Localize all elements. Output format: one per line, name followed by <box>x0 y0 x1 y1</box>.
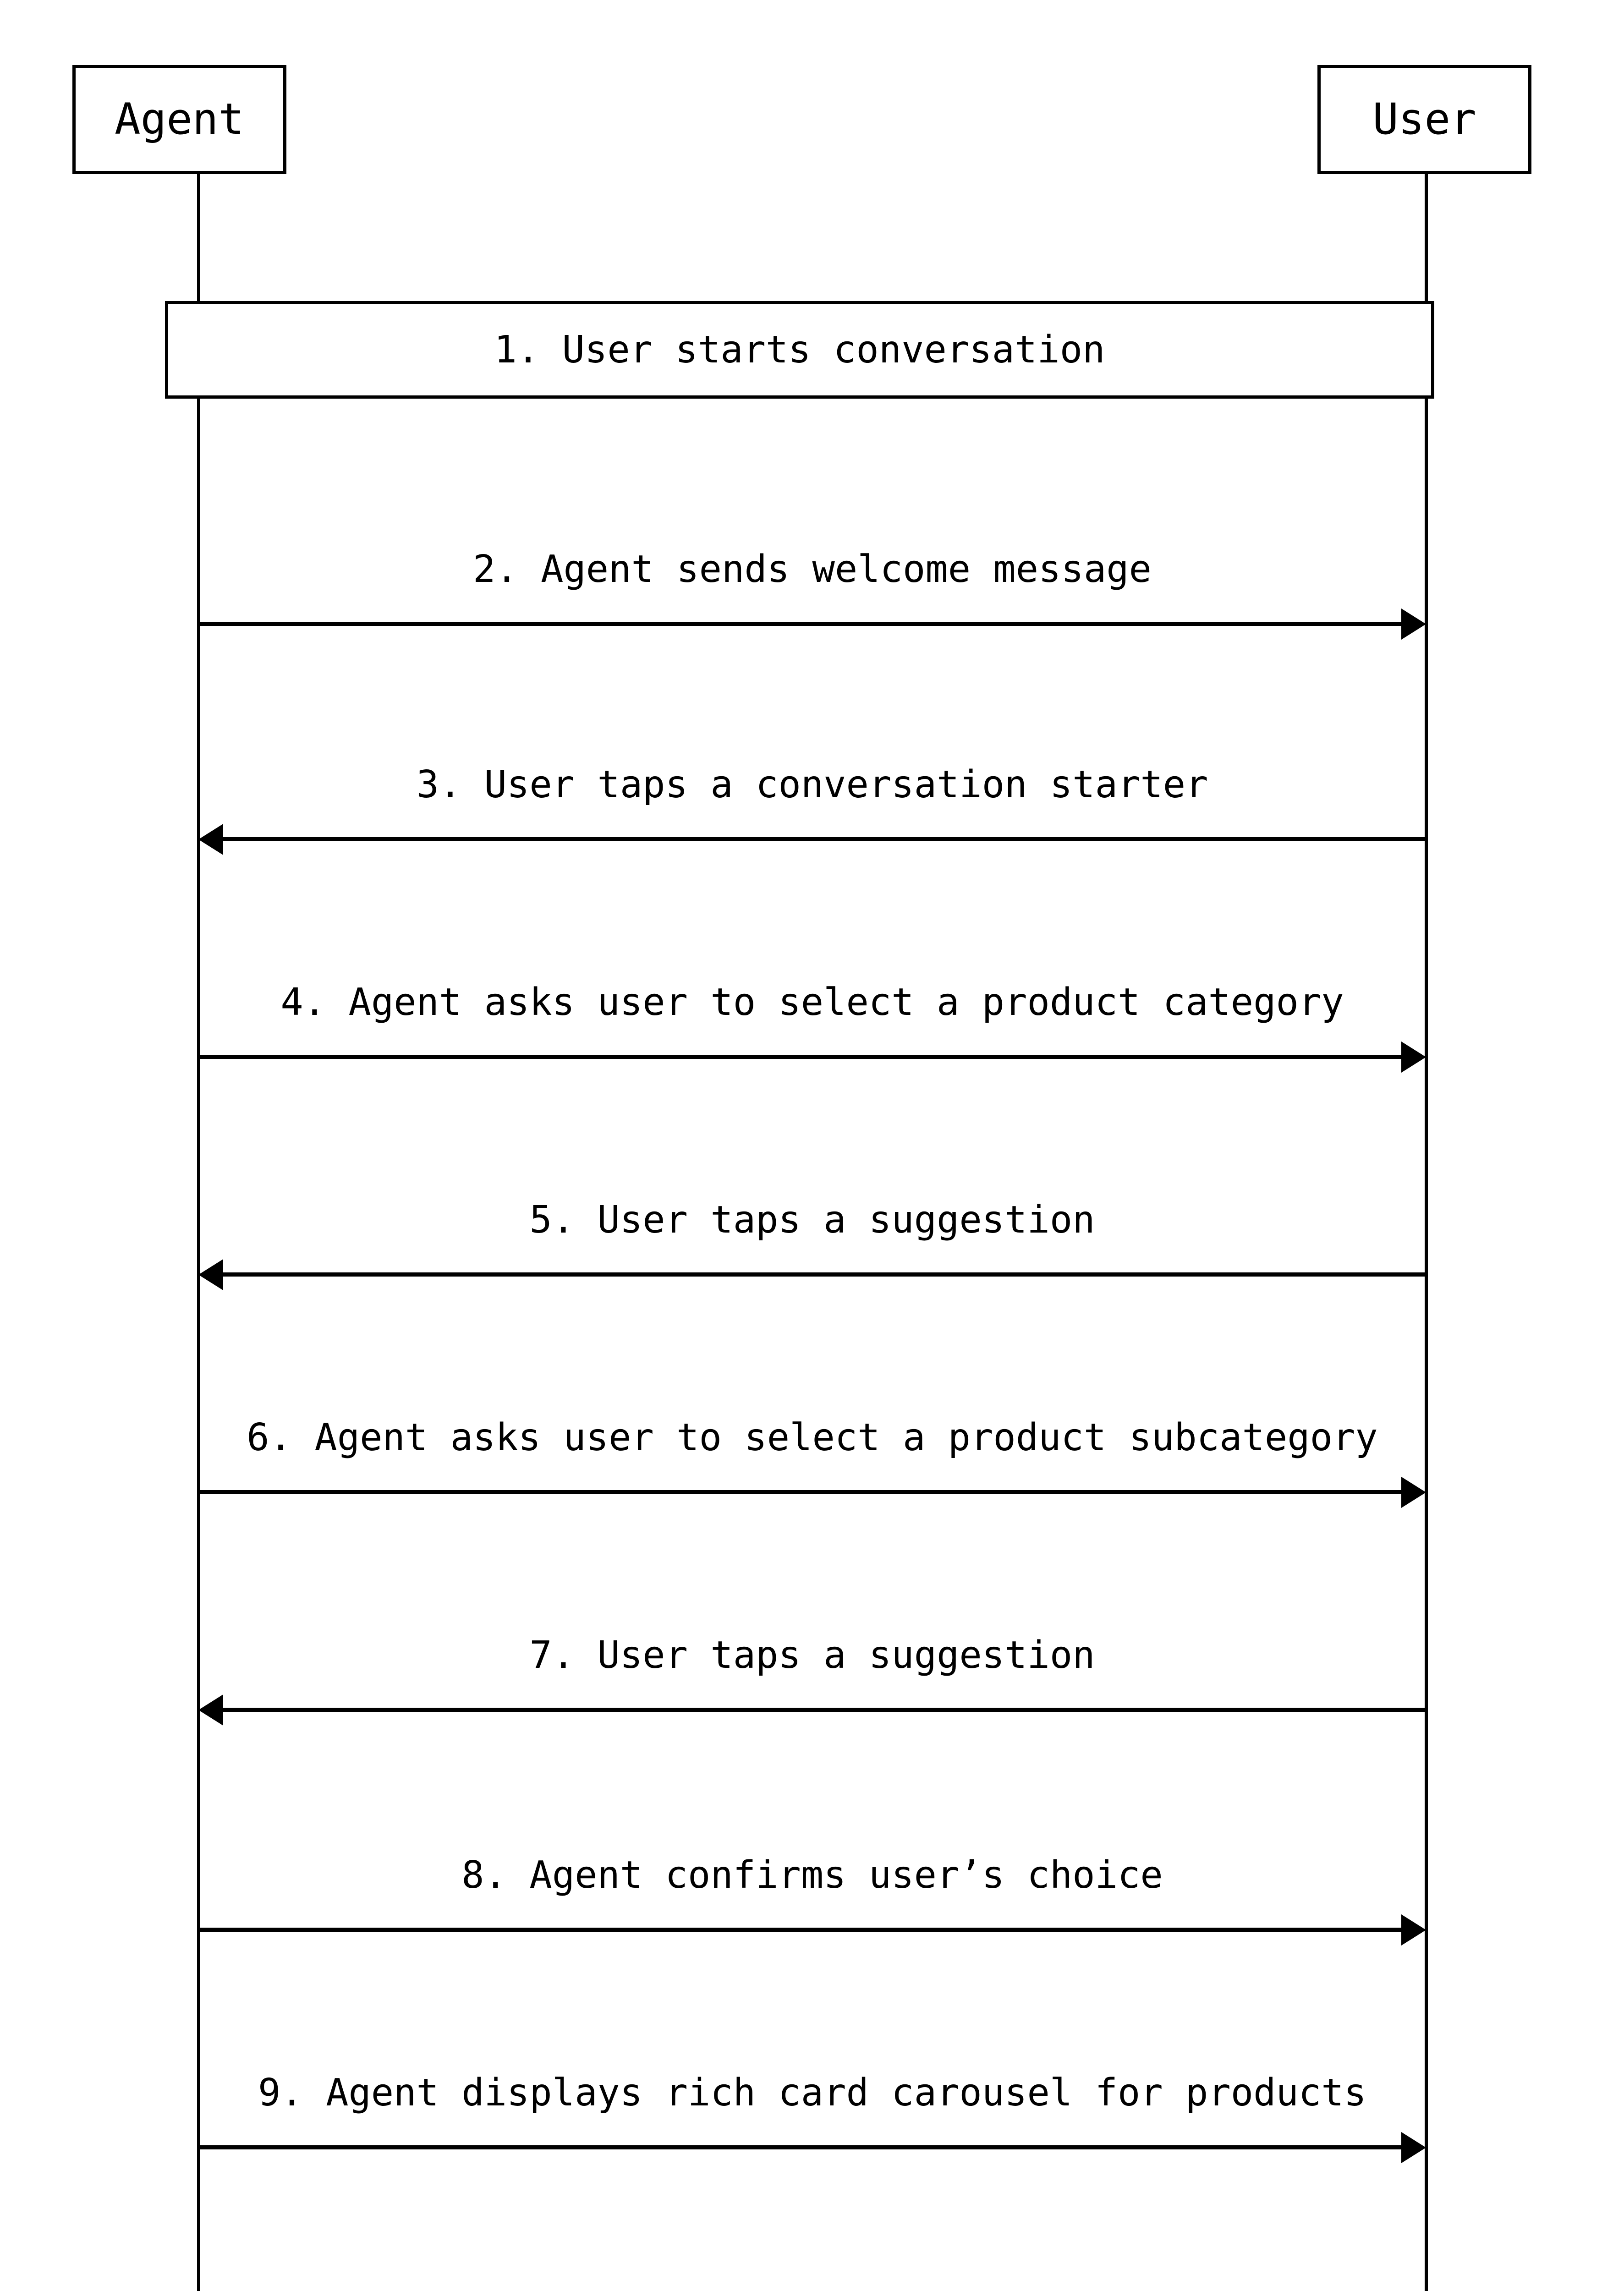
message-5-line <box>223 1272 1426 1277</box>
message-7-label: 7. User taps a suggestion <box>529 1633 1095 1677</box>
message-7[interactable]: 7. User taps a suggestion <box>198 1631 1426 1726</box>
message-3-line <box>223 837 1426 841</box>
message-8-label: 8. Agent confirms user’s choice <box>461 1853 1163 1897</box>
lifeline-agent <box>197 174 200 2291</box>
message-3-label: 3. User taps a conversation starter <box>416 763 1208 806</box>
message-2-line <box>198 622 1401 626</box>
participant-header-user-label: User <box>1372 94 1476 144</box>
message-10-label: 10. User selects a product <box>198 2286 1426 2291</box>
message-8-line <box>198 1928 1401 1932</box>
message-4-arrowhead-right <box>1401 1041 1426 1073</box>
message-6[interactable]: 6. Agent asks user to select a product s… <box>198 1414 1426 1508</box>
message-8[interactable]: 8. Agent confirms user’s choice <box>198 1851 1426 1946</box>
message-5-label: 5. User taps a suggestion <box>529 1198 1095 1242</box>
message-8-arrowhead-right <box>1401 1914 1426 1946</box>
message-3-arrowhead-left <box>198 824 223 855</box>
message-5-arrowhead-left <box>198 1259 223 1290</box>
message-7-arrowhead-left <box>198 1694 223 1726</box>
message-4[interactable]: 4. Agent asks user to select a product c… <box>198 978 1426 1073</box>
message-4-line <box>198 1055 1401 1059</box>
message-9[interactable]: 9. Agent displays rich card carousel for… <box>198 2069 1426 2163</box>
message-9-label: 9. Agent displays rich card carousel for… <box>258 2071 1367 2115</box>
message-7-line <box>223 1708 1426 1712</box>
message-6-line <box>198 1490 1401 1494</box>
message-2[interactable]: 2. Agent sends welcome message <box>198 545 1426 640</box>
participant-header-user[interactable]: User <box>1317 65 1531 174</box>
message-9-arrowhead-right <box>1401 2132 1426 2163</box>
message-3[interactable]: 3. User taps a conversation starter <box>198 761 1426 855</box>
message-2-label: 2. Agent sends welcome message <box>472 548 1152 591</box>
message-5[interactable]: 5. User taps a suggestion <box>198 1196 1426 1290</box>
lifeline-user <box>1425 174 1428 2291</box>
participant-header-agent-label: Agent <box>115 94 244 144</box>
message-10[interactable]: 10. User selects a product <box>198 2286 1426 2291</box>
message-9-line <box>198 2145 1401 2149</box>
message-6-label: 6. Agent asks user to select a product s… <box>247 1416 1378 1459</box>
message-4-label: 4. Agent asks user to select a product c… <box>280 981 1344 1024</box>
participant-header-agent[interactable]: Agent <box>72 65 286 174</box>
message-6-arrowhead-right <box>1401 1477 1426 1508</box>
note-text: 1. User starts conversation <box>494 328 1105 372</box>
note-user-starts-conversation[interactable]: 1. User starts conversation <box>165 301 1434 399</box>
message-2-arrowhead-right <box>1401 608 1426 640</box>
